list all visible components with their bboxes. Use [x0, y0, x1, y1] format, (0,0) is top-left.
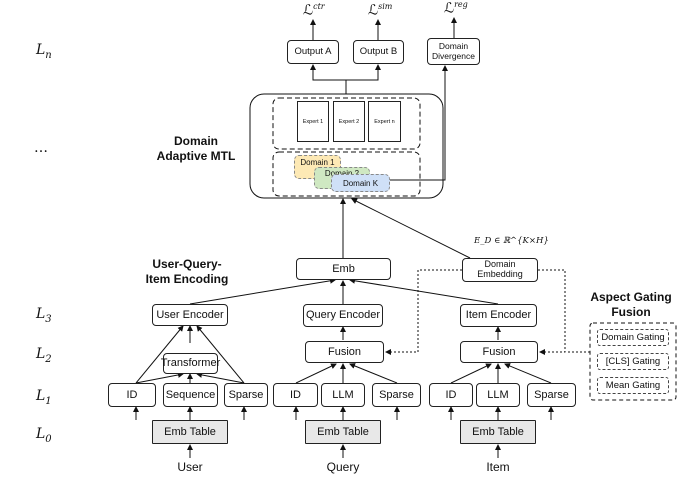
loss-ctr: ℒctr [303, 2, 325, 19]
expert-2: Expert 2 [333, 101, 365, 142]
output-b-box: Output B [353, 40, 404, 64]
mtl-container [249, 93, 444, 199]
domains-container [272, 151, 421, 197]
query-feature-id: ID [273, 383, 318, 407]
arrow-user-encoder-to-emb [189, 277, 336, 305]
user-encoder-box: User Encoder [152, 304, 228, 326]
item-feature-llm: LLM [476, 383, 520, 407]
item-feature-sparse: Sparse [527, 383, 576, 407]
user-input-label: User [177, 460, 203, 474]
item-fusion-box: Fusion [460, 341, 538, 363]
emb-box: Emb [296, 258, 391, 280]
gating-option-mean: Mean Gating [597, 377, 669, 394]
loss-sim: ℒsim [368, 2, 393, 19]
user-emb-table: Emb Table [152, 420, 228, 444]
query-encoder-box: Query Encoder [303, 304, 383, 327]
encoding-title: User-Query-Item Encoding [145, 257, 229, 286]
dotted-domain-embedding-to-item-fusion [538, 269, 566, 355]
level-ln: Ln [36, 42, 52, 61]
item-emb-table: Emb Table [460, 420, 536, 444]
user-feature-sequence: Sequence [163, 383, 218, 407]
query-feature-sparse: Sparse [372, 383, 421, 407]
arrow-domains-to-divergence [390, 65, 448, 181]
domain-k: Domain K [331, 174, 390, 192]
query-feature-llm: LLM [321, 383, 365, 407]
query-input-label: Query [326, 460, 360, 474]
level-l2: L2 [36, 346, 52, 365]
level-l0: L0 [36, 426, 52, 445]
expert-n: Expert n [368, 101, 401, 142]
experts-container [272, 97, 421, 150]
output-a-box: Output A [287, 40, 339, 64]
arrow-mtl-to-outputs [312, 65, 347, 94]
user-feature-sparse: Sparse [224, 383, 268, 407]
arrow-domain-embedding-to-mtl [351, 198, 471, 259]
domain-embedding-equation: E_D ∈ ℝ^{K×H} [474, 236, 549, 246]
gating-option-cls: [CLS] Gating [597, 353, 669, 370]
level-l3: L3 [36, 306, 52, 325]
arrow-item-encoder-to-emb [349, 277, 499, 305]
item-feature-id: ID [429, 383, 473, 407]
user-feature-id: ID [108, 383, 156, 407]
transformer-box: Transformer [161, 353, 220, 374]
gating-container [589, 322, 677, 401]
gating-option-domain: Domain Gating [597, 329, 669, 346]
item-input-label: Item [486, 460, 510, 474]
expert-1: Expert 1 [297, 101, 329, 142]
dotted-domain-embedding-to-query-fusion [385, 269, 462, 355]
query-emb-table: Emb Table [305, 420, 381, 444]
item-encoder-box: Item Encoder [460, 304, 537, 327]
level-l1: L1 [36, 388, 52, 407]
query-fusion-box: Fusion [305, 341, 384, 363]
level-ellipsis: … [34, 140, 48, 156]
loss-reg: ℒreg [444, 0, 468, 17]
